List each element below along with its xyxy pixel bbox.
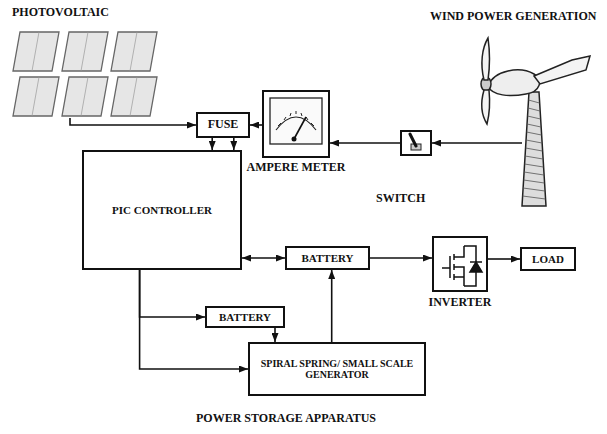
- battery-box: BATTERY: [285, 246, 370, 270]
- node-label: BATTERY: [298, 252, 358, 265]
- tower-hatch: [527, 124, 541, 127]
- panel-cell-line: [81, 32, 88, 71]
- node-label: SPIRAL SPRING/ SMALL SCALE GENERATOR: [250, 358, 424, 381]
- photovoltaic-panel-drawing: [10, 30, 160, 118]
- connector-arrow: [211, 138, 213, 150]
- tower-hatch: [525, 164, 544, 167]
- node-label: FUSE: [204, 118, 243, 132]
- inverter-box-drawing: [434, 238, 486, 290]
- solar-panel: [62, 77, 108, 116]
- turbine-nacelle: [488, 70, 540, 95]
- node-label: PIC CONTROLLER: [108, 204, 216, 217]
- connector-arrow: [70, 118, 196, 125]
- meter-face: [270, 98, 322, 144]
- load-box: LOAD: [520, 247, 576, 271]
- wind-turbine: WIND POWER GENERATION: [522, 90, 548, 206]
- turbine-blade: [482, 90, 490, 124]
- connector-arrow: [432, 142, 522, 144]
- battery-box: BATTERY: [205, 306, 285, 328]
- panel-cell-line: [32, 77, 39, 116]
- meter-needle: [294, 117, 306, 139]
- switch-lever: [410, 134, 416, 146]
- connector-arrow: [233, 138, 235, 150]
- solar-panel: [111, 32, 157, 71]
- meter-scale: [276, 117, 316, 130]
- tower-hatch: [526, 140, 542, 143]
- panel-cell-line: [32, 32, 39, 71]
- tower-hatch: [528, 116, 541, 119]
- node-label: WIND POWER GENERATION: [430, 10, 596, 24]
- turbine-blade: [482, 38, 490, 80]
- tower-hatch: [526, 148, 543, 151]
- needle-pivot: [292, 137, 297, 142]
- connector-arrow: [331, 270, 333, 342]
- ampere-meter-drawing: [264, 92, 328, 156]
- controller-box: PIC CONTROLLER: [82, 150, 242, 270]
- tower-hatch: [525, 156, 543, 159]
- tower-hatch: [523, 196, 546, 199]
- solar-panel: [62, 32, 108, 71]
- turbine: [481, 38, 590, 206]
- toggle-switch: SWITCH: [400, 130, 432, 156]
- solar-panel: [13, 32, 59, 71]
- group-label: POWER STORAGE APPARATUS: [196, 412, 376, 426]
- connector-arrow: [274, 328, 276, 342]
- inverter-box: INVERTER: [432, 236, 488, 292]
- node-label: INVERTER: [429, 296, 492, 310]
- connector-arrow: [330, 142, 400, 144]
- node-label: PHOTOVOLTAIC: [12, 6, 109, 20]
- turbine-tail-vane: [534, 56, 590, 84]
- node-label: LOAD: [528, 253, 568, 266]
- tower-hatch: [523, 188, 545, 191]
- panel-cell-line: [130, 77, 137, 116]
- solar-panel: [13, 77, 59, 116]
- connector-arrow: [140, 270, 205, 317]
- node-label: AMPERE METER: [247, 161, 346, 175]
- fuse-box: FUSE: [196, 112, 250, 138]
- ampere-meter: AMPERE METER: [262, 90, 330, 158]
- tower-hatch: [524, 180, 545, 183]
- turbine-tower: [522, 92, 546, 206]
- mosfet-symbol: [442, 246, 482, 286]
- node-label: SWITCH: [376, 192, 425, 206]
- panel-cell-line: [81, 77, 88, 116]
- toggle-switch-drawing: [402, 132, 430, 154]
- tower-hatch: [529, 100, 540, 103]
- solar-panel: [111, 77, 157, 116]
- node-label: BATTERY: [215, 311, 275, 324]
- spring-generator-box: SPIRAL SPRING/ SMALL SCALE GENERATOR: [248, 342, 426, 396]
- connector-arrow: [370, 257, 432, 259]
- panel-cell-line: [130, 32, 137, 71]
- tower-hatch: [524, 172, 544, 175]
- connector-arrow: [242, 257, 285, 259]
- tower-hatch: [527, 132, 542, 135]
- connector-arrow: [488, 258, 520, 260]
- meter-ticks: [278, 111, 314, 126]
- photovoltaic-panel: PHOTOVOLTAIC: [10, 30, 160, 118]
- connector-arrow: [250, 124, 262, 126]
- tower-hatch: [528, 108, 540, 111]
